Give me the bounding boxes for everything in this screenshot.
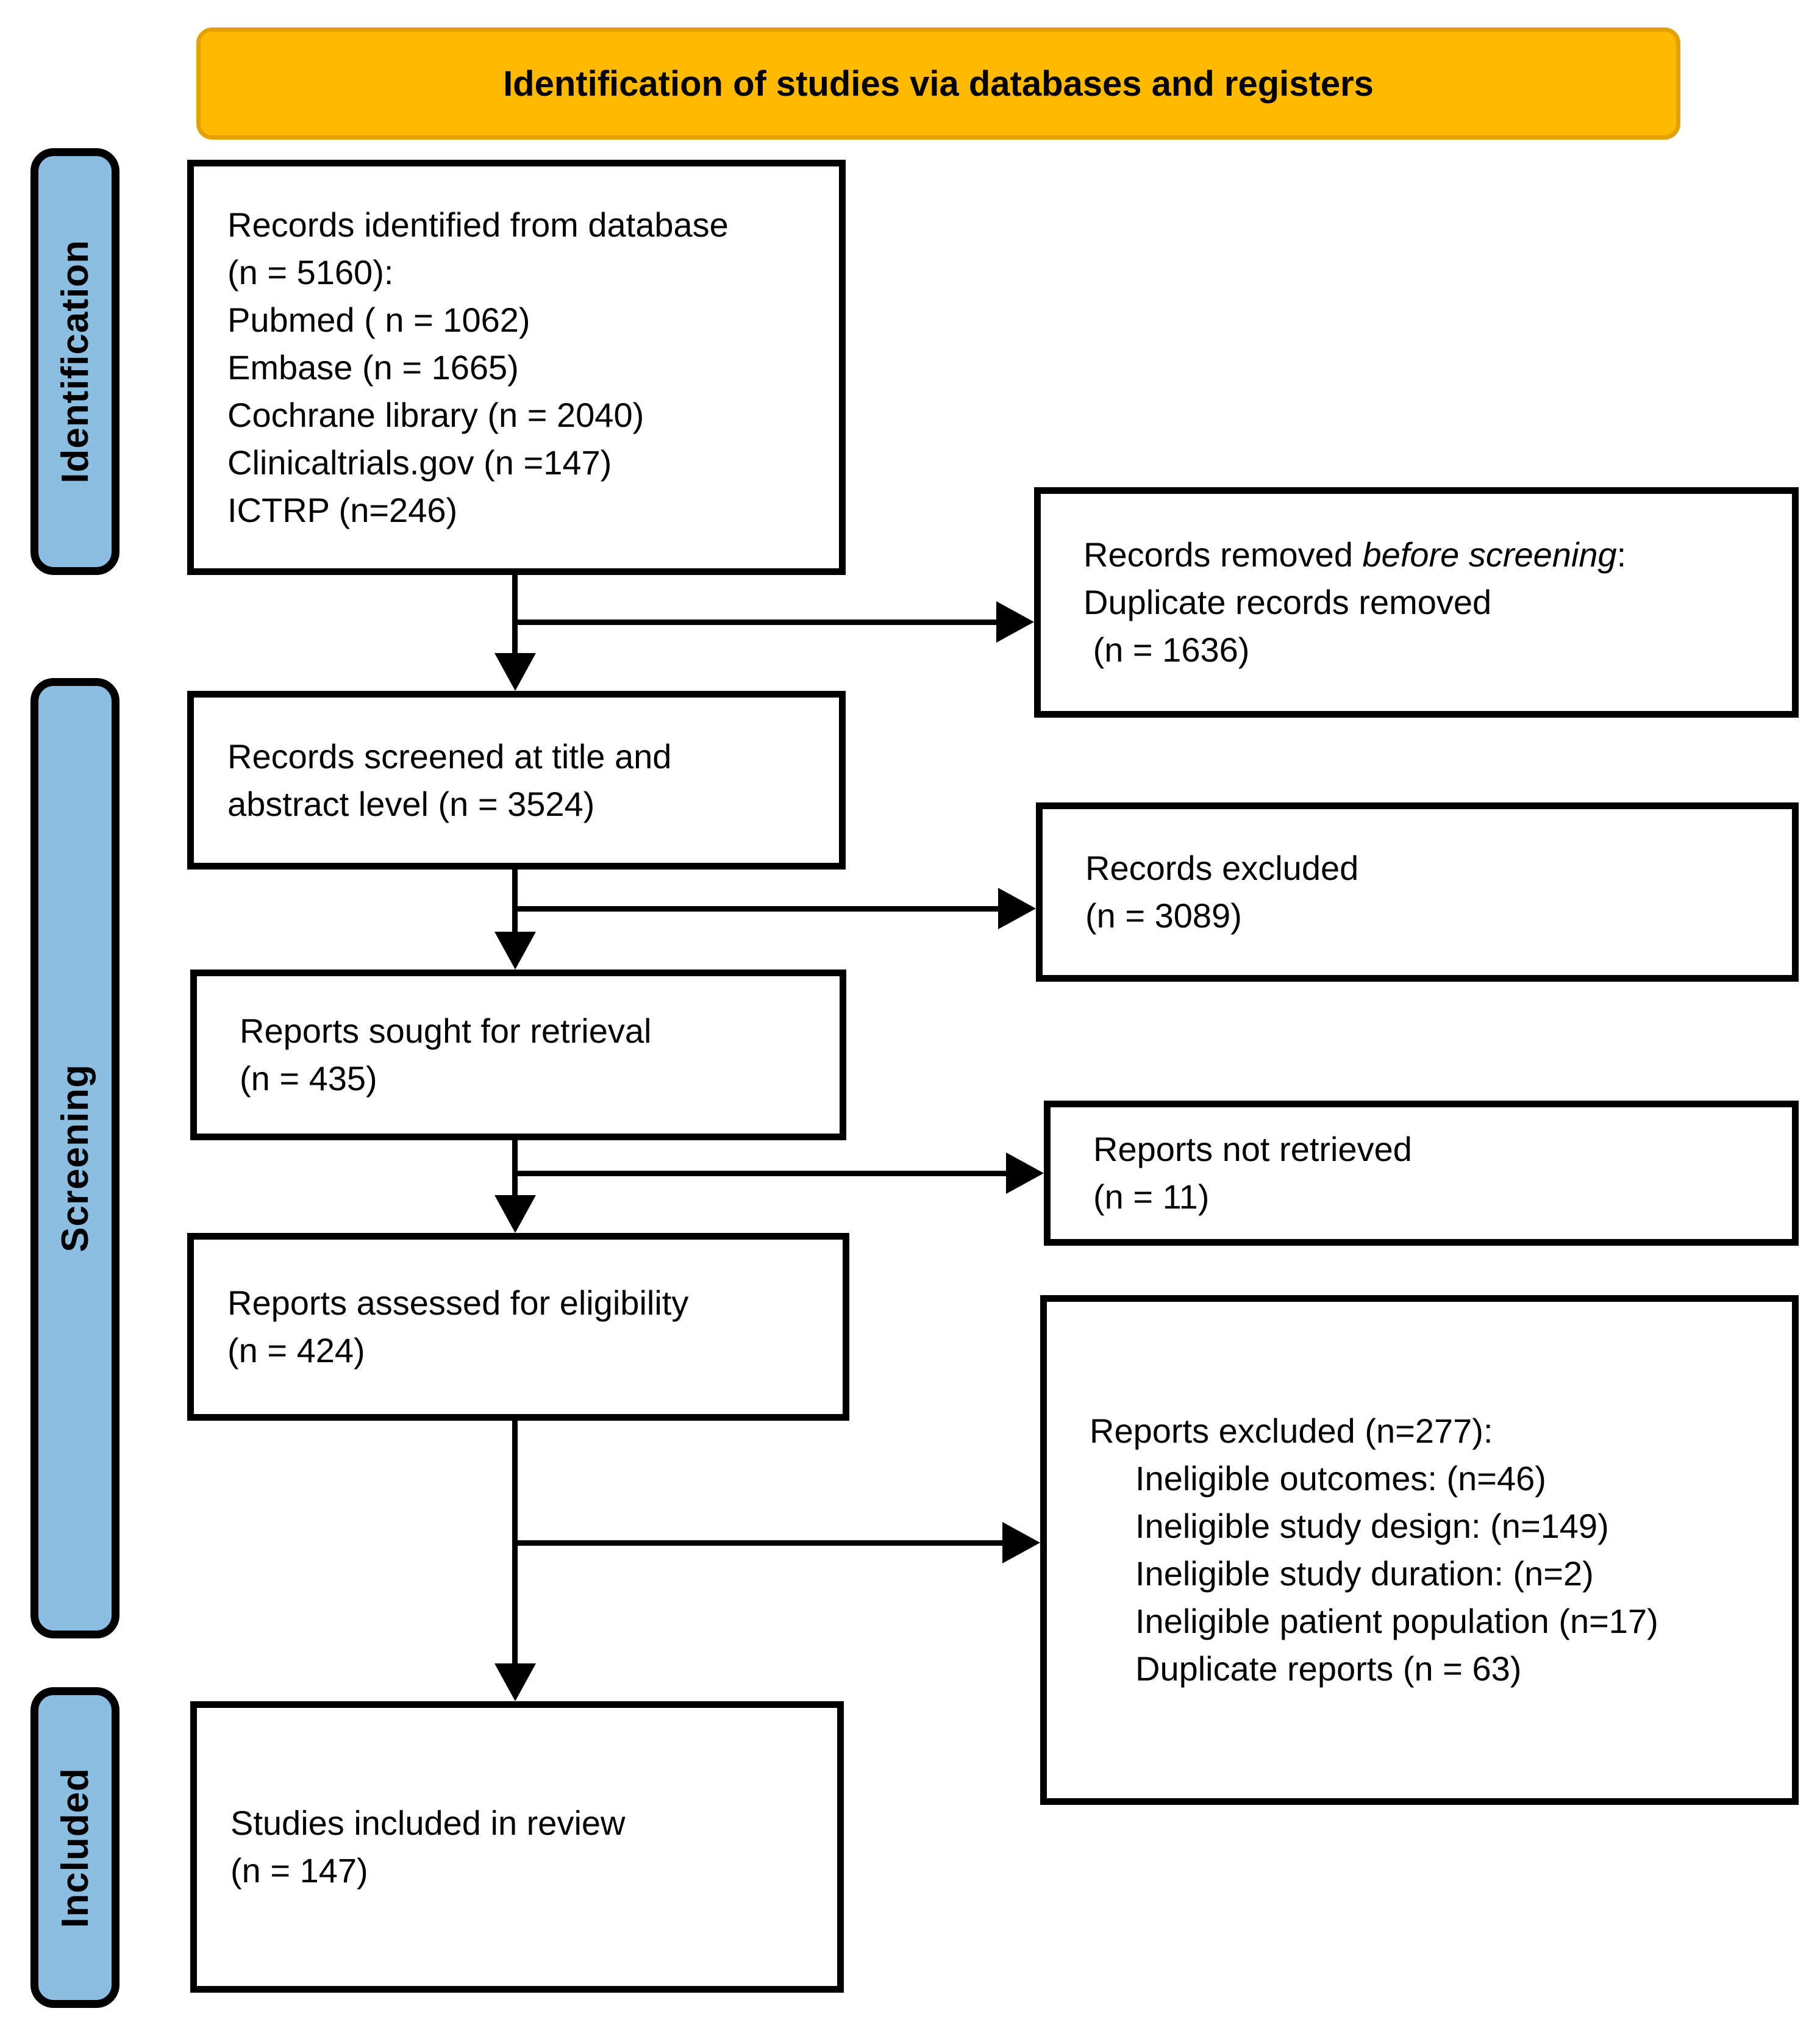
box-reports-excluded-item: Duplicate reports (n = 63) [1135,1649,1522,1688]
box-reports-sought-line: (n = 435) [240,1059,377,1098]
box-reports-not-retrieved-line: (n = 11) [1093,1177,1210,1216]
box-records-screened: Records screened at title and abstract l… [187,691,846,870]
arrow-sought-to-assessed-head [494,1195,536,1233]
arrow-assessed-to-included-head [494,1663,536,1701]
box-records-excluded-line: Records excluded [1085,849,1359,887]
box-records-identified-line: Pubmed ( n = 1062) [227,300,530,339]
arrow-assessed-to-included-line [512,1421,518,1663]
banner: Identification of studies via databases … [196,27,1680,140]
arrow-sought-to-assessed-line [512,1140,518,1195]
box-studies-included-line: Studies included in review [230,1804,626,1842]
records-removed-italic: before screening [1362,535,1617,574]
arrow-screened-to-sought-line [512,870,518,932]
box-records-removed: Records removed before screening: Duplic… [1034,487,1799,718]
arrow-identified-to-screened-head [494,653,536,691]
box-records-removed-line3: (n = 1636) [1083,630,1250,669]
box-reports-excluded-item: Ineligible study design: (n=149) [1135,1507,1609,1545]
box-reports-sought: Reports sought for retrieval (n = 435) [190,970,846,1140]
banner-title: Identification of studies via databases … [503,63,1374,104]
box-records-identified-line: Records identified from database [227,205,729,244]
stage-label-identification: Identification [54,240,96,484]
box-reports-excluded: Reports excluded (n=277): Ineligible out… [1040,1295,1799,1805]
arrow-identified-to-removed-head [996,601,1034,643]
box-reports-assessed-line: (n = 424) [227,1331,365,1370]
box-records-excluded: Records excluded (n = 3089) [1036,802,1799,982]
box-records-screened-line: abstract level (n = 3524) [227,784,595,823]
box-records-identified-line: Cochrane library (n = 2040) [227,395,644,434]
arrow-assessed-to-reportsexcluded-line [515,1540,1004,1546]
stage-label-included: Included [54,1767,96,1928]
box-records-identified-line: (n = 5160): [227,252,394,291]
box-reports-assessed: Reports assessed for eligibility (n = 42… [187,1233,849,1421]
arrow-screened-to-excluded-line [515,906,999,912]
records-removed-suffix: : [1616,535,1627,574]
box-records-screened-line: Records screened at title and [227,737,672,776]
box-reports-excluded-title: Reports excluded (n=277): [1090,1412,1493,1450]
box-records-identified-line: ICTRP (n=246) [227,490,458,529]
box-reports-sought-line: Reports sought for retrieval [240,1012,652,1050]
box-reports-assessed-line: Reports assessed for eligibility [227,1284,689,1322]
box-reports-excluded-item: Ineligible patient population (n=17) [1135,1602,1658,1640]
records-removed-prefix: Records removed [1083,535,1363,574]
box-studies-included-line: (n = 147) [230,1851,368,1890]
stage-bar-included: Included [30,1687,120,2008]
box-reports-not-retrieved: Reports not retrieved (n = 11) [1044,1101,1799,1246]
arrow-screened-to-excluded-head [998,888,1036,929]
arrow-identified-to-removed-line [515,620,997,625]
arrow-sought-to-notretrieved-head [1006,1152,1044,1194]
arrow-identified-to-screened-line [512,575,518,655]
box-records-identified: Records identified from database (n = 51… [187,160,846,575]
box-records-excluded-line: (n = 3089) [1085,896,1242,935]
stage-bar-screening: Screening [30,678,120,1638]
box-reports-excluded-item: Ineligible outcomes: (n=46) [1135,1459,1546,1498]
box-reports-not-retrieved-line: Reports not retrieved [1093,1130,1412,1168]
stage-label-screening: Screening [54,1064,96,1252]
box-records-identified-line: Clinicaltrials.gov (n =147) [227,443,612,482]
box-reports-excluded-item: Ineligible study duration: (n=2) [1135,1554,1594,1593]
box-records-removed-line1: Records removed before screening: [1083,531,1780,579]
arrow-screened-to-sought-head [494,932,536,970]
box-studies-included: Studies included in review (n = 147) [190,1701,844,1993]
stage-bar-identification: Identification [30,148,120,575]
box-records-identified-line: Embase (n = 1665) [227,348,519,387]
arrow-sought-to-notretrieved-line [515,1171,1007,1176]
box-records-removed-line2: Duplicate records removed [1083,583,1492,621]
arrow-assessed-to-reportsexcluded-head [1002,1522,1040,1563]
